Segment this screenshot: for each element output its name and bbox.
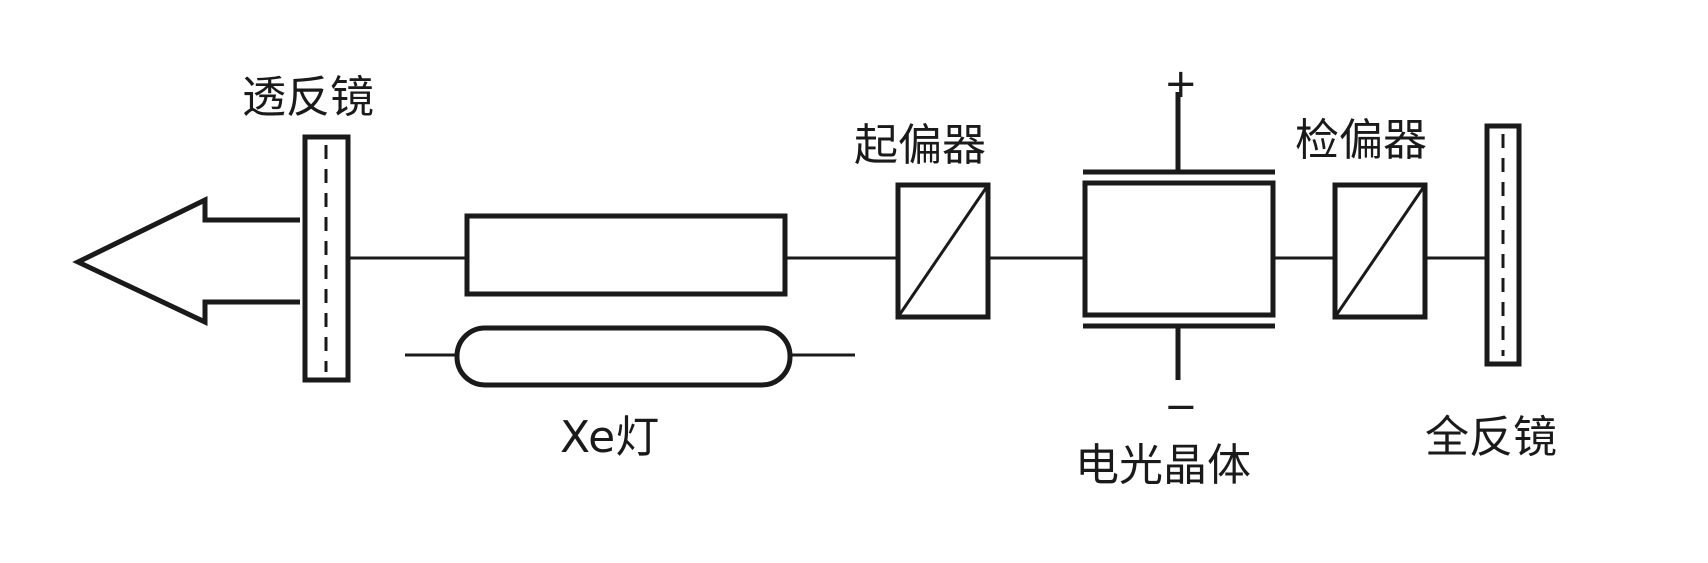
full-mirror-label: 全反镜 — [1425, 412, 1557, 463]
electro-optic-crystal — [1082, 92, 1276, 380]
partial-mirror-label: 透反镜 — [242, 72, 374, 123]
output-arrow — [72, 195, 300, 326]
partial-mirror — [302, 134, 351, 383]
xe-lamp-label: Xe灯 — [560, 412, 659, 463]
minus-sign: − — [1164, 384, 1198, 430]
analyzer — [1332, 182, 1428, 320]
polarizer-label: 起偏器 — [854, 120, 986, 171]
full-mirror — [1484, 123, 1522, 367]
xe-lamp — [405, 325, 855, 388]
plus-sign: + — [1164, 61, 1198, 107]
polarizer — [895, 182, 991, 320]
laser-rod — [464, 213, 788, 297]
analyzer-label: 检偏器 — [1295, 115, 1427, 166]
eo-crystal-label: 电光晶体 — [1075, 440, 1251, 491]
